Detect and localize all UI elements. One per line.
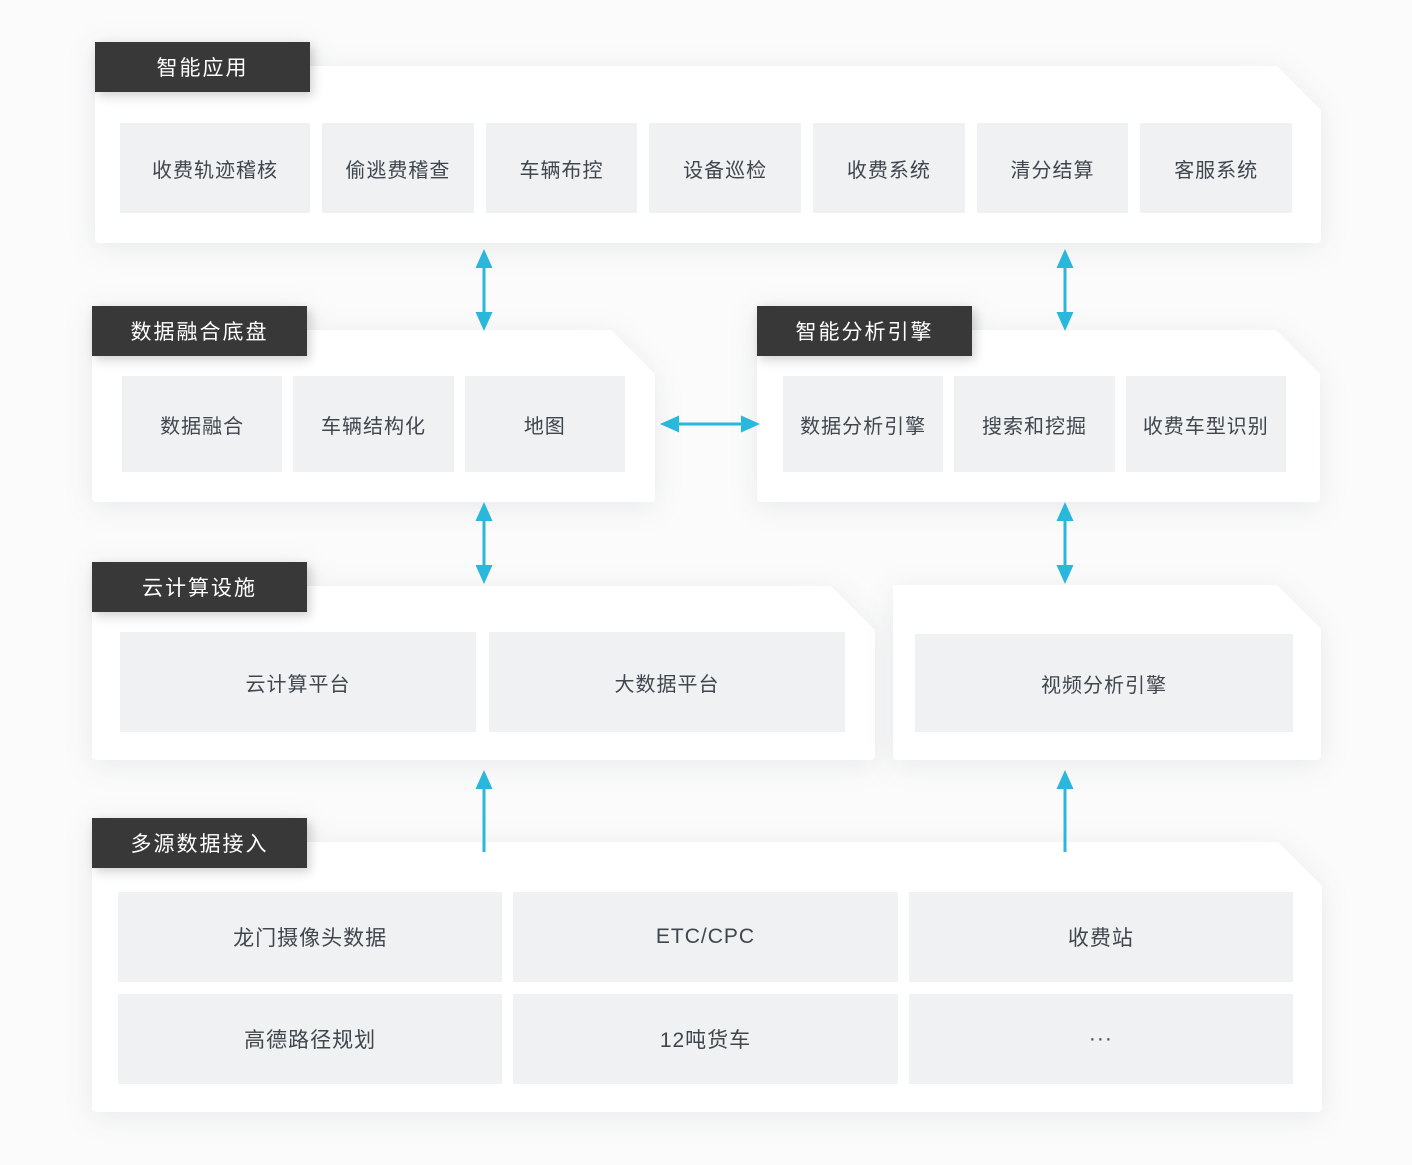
diagram-node: 龙门摄像头数据 [118,892,503,982]
diagram-node: 大数据平台 [489,632,845,732]
diagram-node: 清分结算 [976,123,1129,213]
diagram-node: 地图 [464,376,625,472]
diagram-node: 收费站 [908,892,1293,982]
diagram-node: 12吨货车 [513,994,898,1084]
double-arrow-icon [660,412,760,441]
diagram-node: 收费车型识别 [1125,376,1286,472]
diagram-node: 偷逃费稽查 [322,123,474,213]
section-title-badge: 多源数据接入 [92,818,307,868]
diagram-node: ETC/CPC [513,892,898,982]
diagram-node: 收费系统 [813,123,965,213]
up-arrow-icon [472,770,496,857]
section-multi-source-data-access: 多源数据接入 龙门摄像头数据 ETC/CPC 收费站 高德路径规划 12吨货车 … [92,818,1322,1112]
double-arrow-icon [1053,249,1077,336]
diagram-node: 车辆布控 [485,123,638,213]
section-video-analysis-engine: 视频分析引擎 [893,585,1321,760]
diagram-node: 云计算平台 [120,632,476,732]
diagram-node: 收费轨迹稽核 [120,123,310,213]
diagram-node: 高德路径规划 [118,994,503,1084]
section-cloud-computing: 云计算设施 云计算平台 大数据平台 [92,562,875,760]
diagram-node: 数据融合 [122,376,283,472]
double-arrow-icon [472,249,496,336]
diagram-node: 客服系统 [1140,123,1293,213]
up-arrow-icon [1053,770,1077,857]
diagram-node: 视频分析引擎 [915,634,1293,732]
diagram-node: 数据分析引擎 [783,376,944,472]
diagram-node: 车辆结构化 [293,376,454,472]
diagram-node: ··· [908,994,1293,1084]
double-arrow-icon [472,502,496,589]
section-data-fusion-base: 数据融合底盘 数据融合 车辆结构化 地图 [92,306,655,502]
section-title-badge: 数据融合底盘 [92,306,307,356]
diagram-node: 设备巡检 [649,123,802,213]
double-arrow-icon [1053,502,1077,589]
section-title-badge: 云计算设施 [92,562,307,612]
section-intelligent-applications: 智能应用 收费轨迹稽核 偷逃费稽查 车辆布控 设备巡检 收费系统 清分结算 客服… [95,42,1321,243]
section-title-badge: 智能分析引擎 [757,306,972,356]
diagram-node: 搜索和挖掘 [954,376,1115,472]
section-title-badge: 智能应用 [95,42,310,92]
section-intelligent-analysis-engine: 智能分析引擎 数据分析引擎 搜索和挖掘 收费车型识别 [757,306,1320,502]
